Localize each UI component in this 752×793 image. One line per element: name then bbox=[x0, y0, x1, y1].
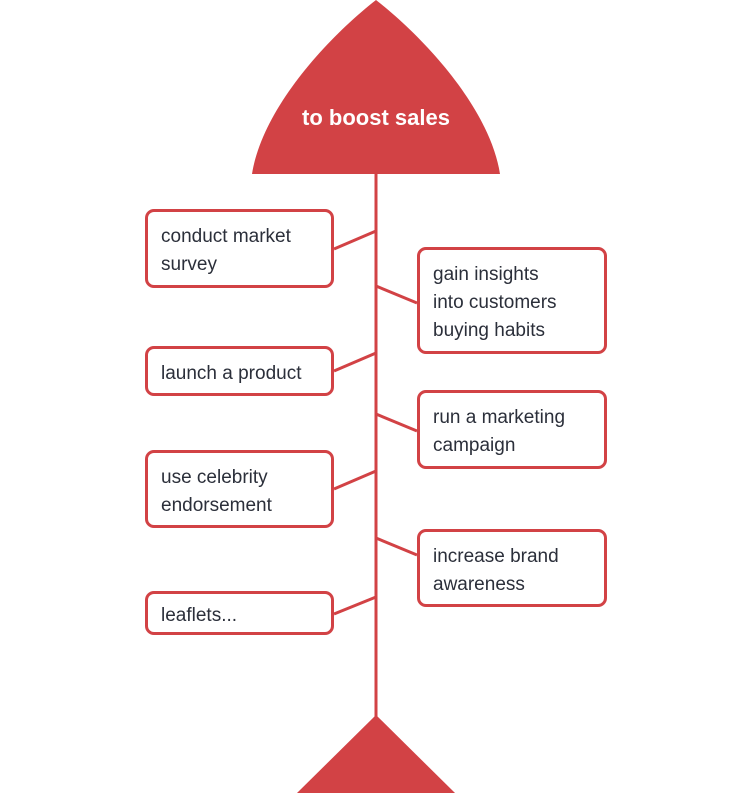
connector-left-3 bbox=[333, 469, 377, 491]
cause-node-brand-awareness[interactable]: increase brand awareness bbox=[417, 529, 607, 607]
cause-node-celebrity-endorsement[interactable]: use celebrity endorsement bbox=[145, 450, 334, 528]
connector-left-4 bbox=[333, 595, 377, 616]
fish-head-shape bbox=[252, 0, 500, 174]
connector-left-1 bbox=[333, 229, 377, 251]
fish-tail-shape bbox=[297, 715, 455, 793]
connector-right-2 bbox=[375, 412, 418, 433]
connector-right-3 bbox=[375, 536, 418, 557]
cause-node-launch-product[interactable]: launch a product bbox=[145, 346, 334, 396]
connector-left-2 bbox=[333, 351, 377, 373]
diagram-title: to boost sales bbox=[302, 105, 450, 130]
cause-node-marketing-campaign[interactable]: run a marketing campaign bbox=[417, 390, 607, 469]
cause-node-gain-insights[interactable]: gain insights into customers buying habi… bbox=[417, 247, 607, 354]
cause-node-conduct-market-survey[interactable]: conduct market survey bbox=[145, 209, 334, 288]
connector-right-1 bbox=[375, 284, 418, 305]
cause-node-leaflets[interactable]: leaflets... bbox=[145, 591, 334, 635]
